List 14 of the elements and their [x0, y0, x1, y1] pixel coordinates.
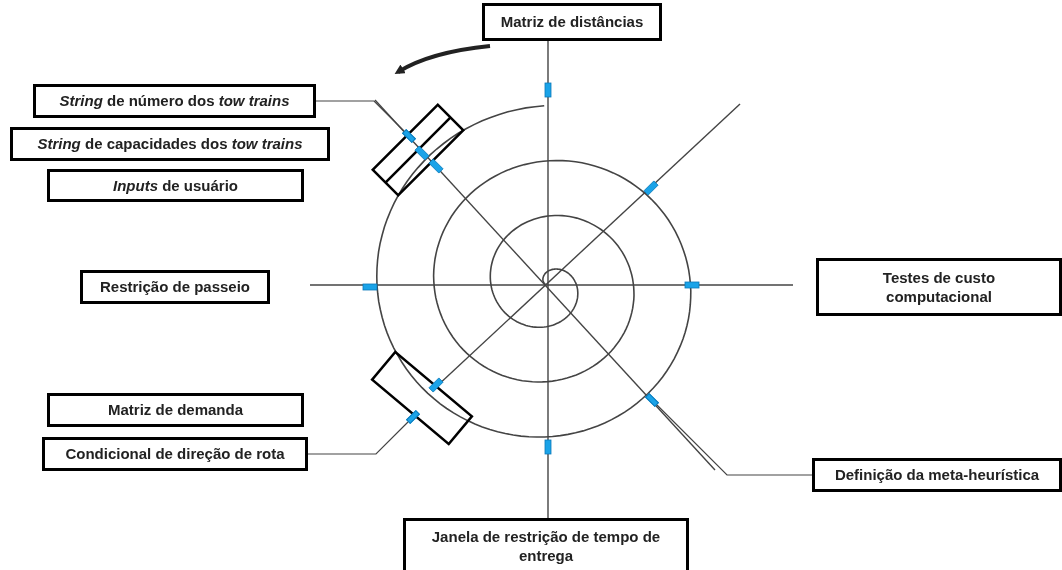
label-box: Restrição de passeio	[80, 270, 270, 304]
leader-line	[315, 100, 405, 132]
label-box: Condicional de direção de rota	[42, 437, 308, 471]
label-box: Matriz de distâncias	[482, 3, 662, 41]
leader-line	[656, 404, 813, 476]
label-box: String de capacidades dos tow trains	[10, 127, 330, 161]
leader-line	[307, 421, 409, 455]
label-box: String de número dos tow trains	[33, 84, 316, 118]
label-box: Matriz de demanda	[47, 393, 304, 427]
label-box: Definição da meta-heurística	[812, 458, 1062, 492]
marker-tick	[644, 392, 660, 408]
label-box: Janela de restrição de tempo de entrega	[403, 518, 689, 570]
label-box: Testes de custo computacional	[816, 258, 1062, 316]
label-box: Inputs de usuário	[47, 169, 304, 202]
